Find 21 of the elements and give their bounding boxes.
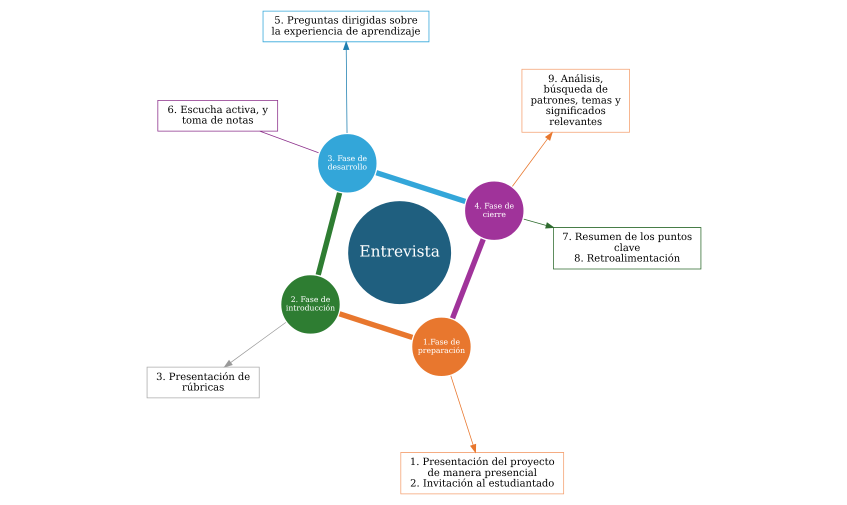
node-circle: 4. Fase de cierre xyxy=(462,179,526,242)
arrow xyxy=(511,132,552,187)
node-box: 5. Preguntas dirigidas sobre la experiencia de aprendizaje xyxy=(262,10,429,42)
connector xyxy=(338,311,413,340)
node-box: 1. Presentación del proyecto de manera presencial 2. Invitación al estudiantado xyxy=(400,452,564,494)
arrow xyxy=(450,375,476,454)
connector xyxy=(375,170,466,204)
node-box: 7. Resumen de los puntos clave 8. Retroalimentación xyxy=(552,227,701,270)
connector xyxy=(450,238,486,320)
node-circle: 2. Fase de introducción xyxy=(278,272,342,336)
node-box: 6. Escucha activa, y toma de notas xyxy=(156,100,278,132)
connector xyxy=(315,192,342,276)
node-box: 9. Análisis, búsqueda de patrones, temas y significados relevantes xyxy=(521,68,630,133)
node-circle: 3. Fase de desarrollo xyxy=(315,132,378,195)
node-box: 3. Presentación de rúbricas xyxy=(146,366,260,398)
node-circle: Entrevista xyxy=(345,198,453,306)
arrow xyxy=(522,218,554,228)
arrow xyxy=(222,322,286,368)
node-circle: 1.Fase de preparación xyxy=(409,315,472,378)
connector xyxy=(258,130,318,154)
arrow xyxy=(342,40,349,134)
